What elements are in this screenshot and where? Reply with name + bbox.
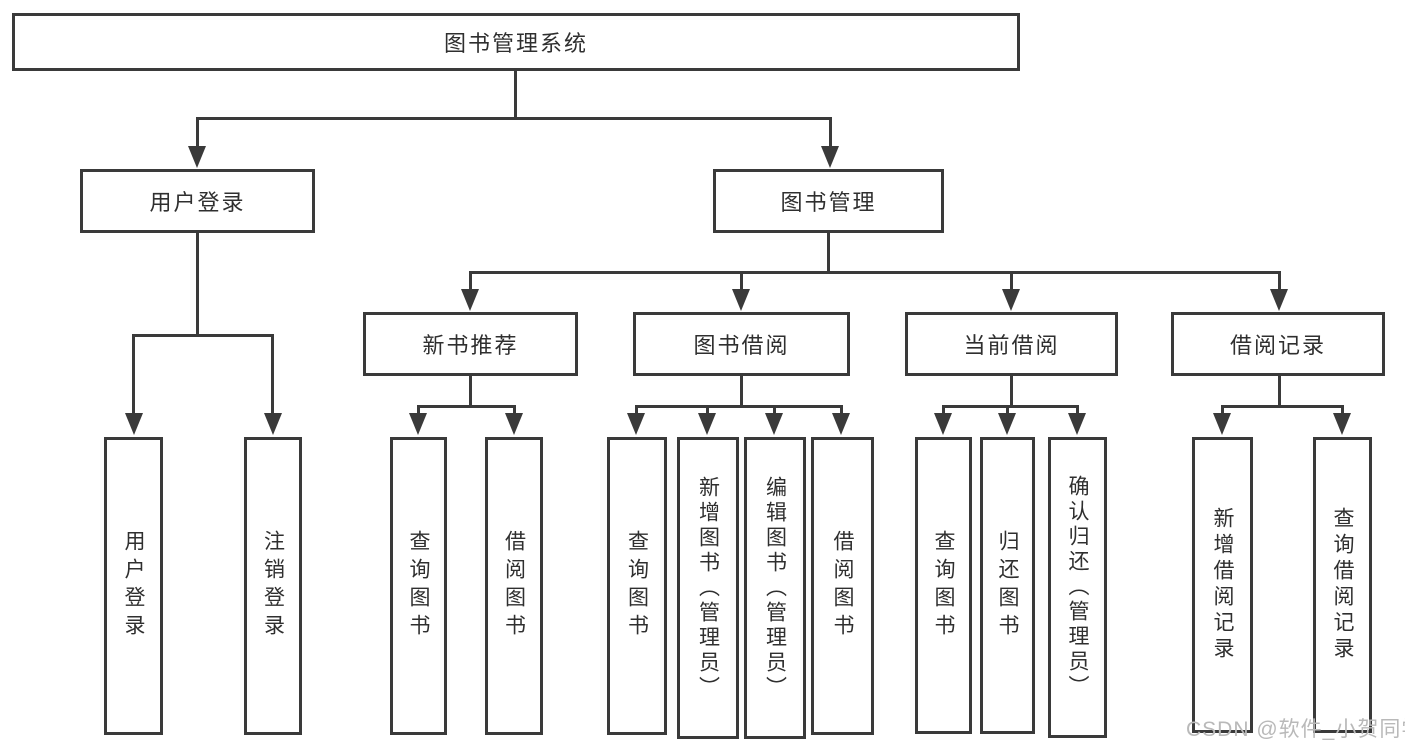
connector-arrow-shaft: [469, 271, 472, 295]
connector-arrow-shaft: [196, 117, 199, 150]
node-label: 新增借阅记录: [1211, 507, 1234, 663]
connector-arrow-shaft: [1010, 271, 1013, 295]
connector-userlogin-stem: [196, 233, 199, 335]
leaf-add-books-admin: 新增图书（管理员）: [677, 437, 739, 739]
leaf-borrow-books-1: 借阅图书: [485, 437, 543, 735]
node-label: 归还图书: [996, 529, 1019, 642]
connector-group-stem: [1010, 376, 1013, 408]
leaf-add-borrow-record: 新增借阅记录: [1192, 437, 1253, 733]
node-label: 借阅图书: [831, 530, 854, 642]
connector-arrow-shaft: [271, 334, 274, 418]
arrow-down-icon: [461, 289, 479, 311]
node-label: 查询图书: [625, 530, 649, 642]
arrow-down-icon: [125, 413, 143, 435]
connector-arrow-shaft: [706, 405, 709, 419]
node-label: 用户登录: [149, 190, 246, 215]
arrow-down-icon: [1333, 413, 1351, 435]
node-label: 图书借阅: [693, 333, 790, 358]
arrow-down-icon: [188, 146, 206, 168]
node-label: 图书管理系统: [443, 31, 588, 56]
node-label: 查询图书: [407, 530, 430, 642]
node-label: 查询图书: [932, 529, 955, 642]
connector-group-bar: [942, 405, 1079, 408]
leaf-return-books: 归还图书: [980, 437, 1035, 734]
node-label: 当前借阅: [963, 333, 1060, 358]
connector-group-bar: [1221, 405, 1344, 408]
connector-arrow-shaft: [635, 405, 638, 419]
leaf-confirm-return-admin: 确认归还（管理员）: [1048, 437, 1107, 738]
connector-arrow-shaft: [1076, 405, 1079, 419]
connector-arrow-shaft: [840, 405, 843, 419]
connector-group-bar: [417, 405, 516, 408]
leaf-edit-books-admin: 编辑图书（管理员）: [744, 437, 806, 739]
node-label: 新增图书（管理员）: [696, 475, 720, 701]
connector-level3-bar: [469, 271, 1280, 274]
node-label: 用户登录: [122, 530, 145, 642]
arrow-down-icon: [998, 413, 1016, 435]
node-book-management: 图书管理: [713, 169, 944, 233]
connector-arrow-shaft: [513, 405, 516, 419]
connector-arrow-shaft: [773, 405, 776, 419]
leaf-query-books-2: 查询图书: [607, 437, 667, 735]
connector-group-stem: [1278, 376, 1281, 408]
connector-root-stem: [514, 71, 517, 118]
node-new-book-recommend: 新书推荐: [363, 312, 578, 376]
connector-arrow-shaft: [829, 117, 832, 150]
arrow-down-icon: [765, 413, 783, 435]
leaf-query-books-3: 查询图书: [915, 437, 972, 734]
connector-arrow-shaft: [942, 405, 945, 419]
node-current-borrow: 当前借阅: [905, 312, 1118, 376]
node-label: 借阅图书: [502, 530, 526, 642]
arrow-down-icon: [1213, 413, 1231, 435]
node-label: 编辑图书（管理员）: [763, 475, 787, 701]
connector-group-stem: [740, 376, 743, 408]
leaf-query-books-1: 查询图书: [390, 437, 447, 735]
connector-arrow-shaft: [417, 405, 420, 419]
connector-bookmgmt-stem: [827, 233, 830, 274]
node-label: 图书管理: [780, 190, 877, 215]
node-book-borrow: 图书借阅: [633, 312, 850, 376]
arrow-down-icon: [409, 413, 427, 435]
connector-arrow-shaft: [132, 334, 135, 418]
connector-arrow-shaft: [1221, 405, 1224, 419]
node-label: 新书推荐: [422, 333, 519, 358]
arrow-down-icon: [264, 413, 282, 435]
arrow-down-icon: [505, 413, 523, 435]
arrow-down-icon: [1002, 289, 1020, 311]
arrow-down-icon: [1068, 413, 1086, 435]
node-label: 注销登录: [261, 530, 285, 642]
connector-arrow-shaft: [1341, 405, 1344, 419]
connector-arrow-shaft: [1278, 271, 1281, 295]
arrow-down-icon: [934, 413, 952, 435]
node-borrow-records: 借阅记录: [1171, 312, 1385, 376]
leaf-query-borrow-record: 查询借阅记录: [1313, 437, 1372, 733]
node-user-login: 用户登录: [80, 169, 315, 233]
leaf-logout: 注销登录: [244, 437, 302, 735]
node-label: 确认归还（管理员）: [1066, 475, 1089, 700]
connector-arrow-shaft: [740, 271, 743, 295]
node-label: 借阅记录: [1229, 333, 1326, 358]
leaf-user-login: 用户登录: [104, 437, 163, 735]
csdn-watermark: CSDN @软件_小贺同学: [1186, 718, 1405, 741]
arrow-down-icon: [821, 146, 839, 168]
connector-arrow-shaft: [1006, 405, 1009, 419]
arrow-down-icon: [627, 413, 645, 435]
node-root-library-system: 图书管理系统: [12, 13, 1020, 71]
arrow-down-icon: [1270, 289, 1288, 311]
connector-group-stem: [469, 376, 472, 408]
arrow-down-icon: [832, 413, 850, 435]
connector-group-bar: [635, 405, 843, 408]
arrow-down-icon: [732, 289, 750, 311]
node-label: 查询借阅记录: [1331, 507, 1354, 663]
connector-root-bar: [196, 117, 832, 120]
connector-userlogin-bar: [132, 334, 274, 337]
leaf-borrow-books-2: 借阅图书: [811, 437, 874, 735]
arrow-down-icon: [698, 413, 716, 435]
